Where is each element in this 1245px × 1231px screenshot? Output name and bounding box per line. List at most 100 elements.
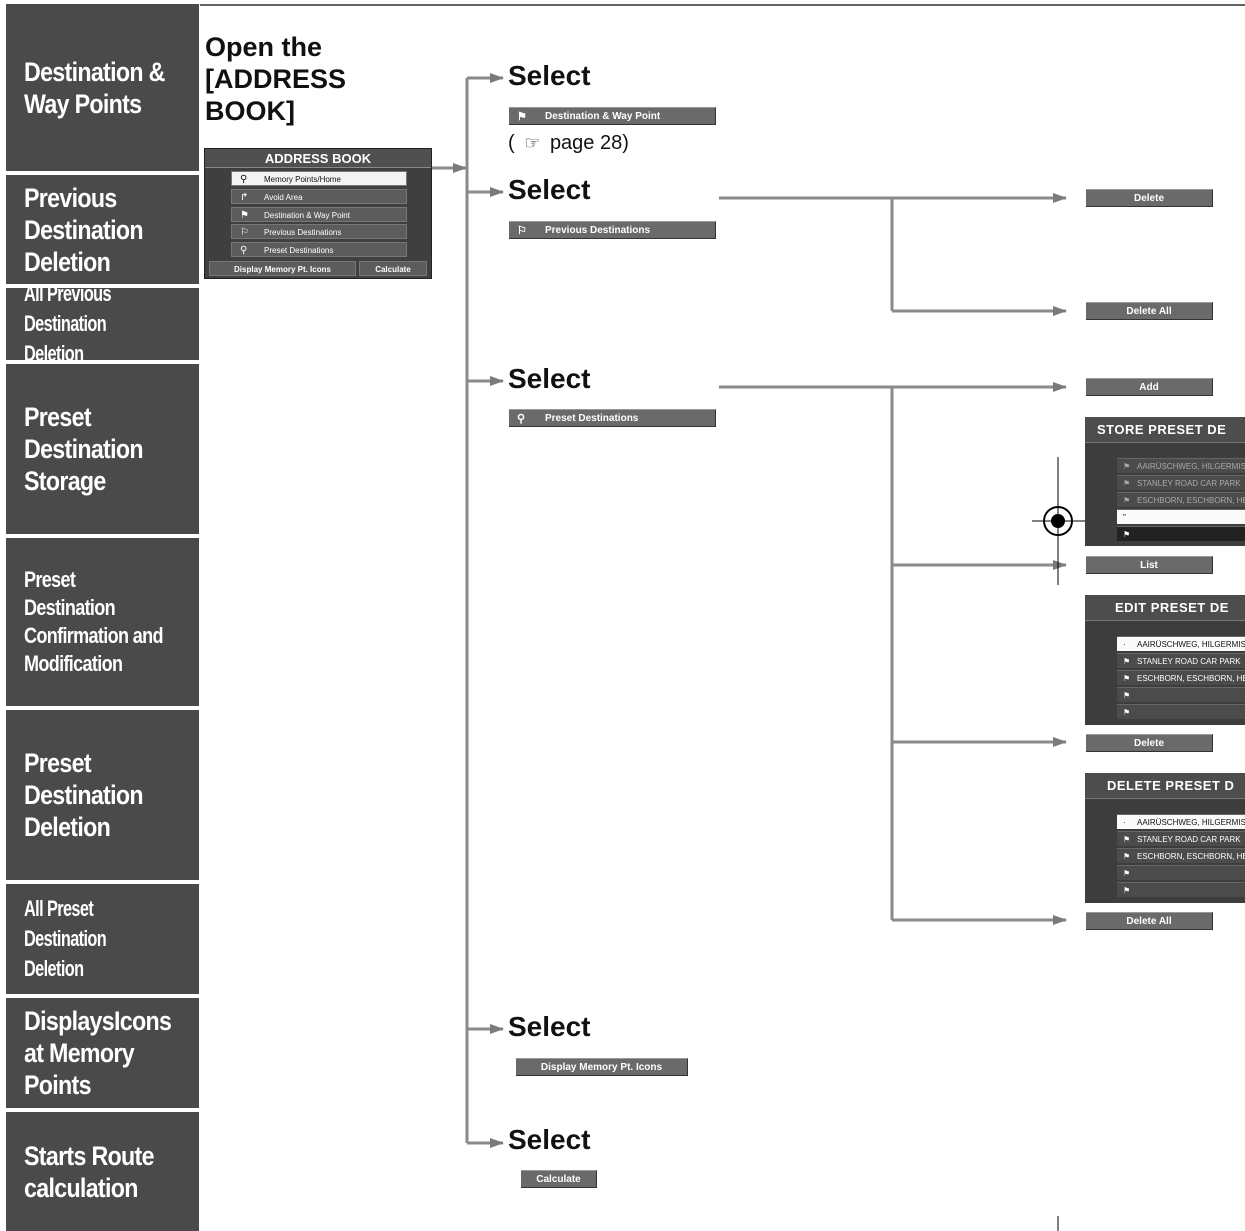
row-label: ESCHBORN, ESCHBORN, HES — [1137, 852, 1245, 861]
sidebar-tile-previous-destination-deletion: Previous Destination Deletion — [6, 175, 199, 284]
delete-all-preset-button[interactable]: Delete All — [1086, 912, 1213, 930]
pointing-hand-icon: ☞ — [524, 133, 541, 153]
sidebar-tile-label: Previous Destination Deletion — [24, 182, 144, 277]
calculate-step-button[interactable]: Calculate — [521, 1170, 597, 1188]
sidebar-tile-label: Preset Destination Deletion — [24, 748, 144, 842]
row-label: STANLEY ROAD CAR PARK — [1137, 835, 1241, 844]
select-heading-5: Select — [508, 1124, 591, 1155]
delete-row[interactable]: ⚑ STANLEY ROAD CAR PARK — [1117, 831, 1245, 846]
store-row[interactable]: ⚑ AAIRÜSCHWEG, HILGERMISSE — [1117, 458, 1245, 473]
flag-icon: ⚑ — [1123, 835, 1131, 844]
calculate-button[interactable]: Calculate — [359, 261, 427, 276]
row-label: ESCHBORN, ESCHBORN, HES — [1137, 496, 1245, 505]
store-row[interactable]: ⚑ STANLEY ROAD CAR PARK — [1117, 475, 1245, 490]
edit-row[interactable]: ⚑ — [1117, 704, 1245, 719]
edit-preset-screen: EDIT PRESET DE · AAIRÜSCHWEG, HILGERMISS… — [1085, 595, 1245, 725]
flag-icon: ⚑ — [1123, 674, 1131, 683]
delete-button[interactable]: Delete — [1086, 189, 1213, 207]
sidebar-tile-label: Preset Destination Confirmation and Modi… — [24, 567, 163, 676]
display-memory-icons-step-button[interactable]: Display Memory Pt. Icons — [516, 1058, 688, 1076]
edit-row[interactable]: ⚑ STANLEY ROAD CAR PARK — [1117, 653, 1245, 668]
delete-preset-title: DELETE PRESET D — [1085, 773, 1245, 799]
page-ref-text: page 28) — [549, 132, 629, 154]
top-rule — [200, 4, 1245, 6]
button-label: Destination & Way Point — [545, 111, 661, 122]
store-row-selected[interactable]: " — [1117, 509, 1245, 524]
flag-icon: ⚑ — [1123, 852, 1131, 861]
bullet-icon: · — [1123, 640, 1126, 649]
delete-row[interactable]: ⚑ — [1117, 882, 1245, 897]
sidebar-tile-starts-route-calculation: Starts Route calculation — [6, 1112, 199, 1231]
bullet-icon: · — [1123, 818, 1126, 827]
sidebar-tile-all-preset-destination-deletion: All Preset Destination Deletion — [6, 884, 199, 994]
flag-icon: ⚑ — [1123, 869, 1131, 878]
preset-destination-icon: ⚲ — [240, 245, 248, 256]
address-book-item-preset-destinations[interactable]: ⚲ Preset Destinations — [231, 242, 407, 257]
sidebar-tile-label: Preset Destination Storage — [24, 402, 144, 496]
page-reference: ( ☞ page 28) — [508, 132, 629, 155]
preset-destinations-button[interactable]: ⚲ Preset Destinations — [509, 409, 716, 427]
add-button[interactable]: Add — [1086, 378, 1213, 396]
address-book-item-avoid-area[interactable]: ↱ Avoid Area — [231, 189, 407, 204]
row-label: ESCHBORN, ESCHBORN, HES — [1137, 674, 1245, 683]
delete-preset-button[interactable]: Delete — [1086, 734, 1213, 752]
sidebar-tile-preset-destination-storage: Preset Destination Storage — [6, 364, 199, 534]
address-book-item-previous-destinations[interactable]: ⚐ Previous Destinations — [231, 224, 407, 239]
delete-all-button[interactable]: Delete All — [1086, 302, 1213, 320]
destination-flag-icon: ⚑ — [240, 210, 249, 221]
destination-way-point-button[interactable]: ⚑ Destination & Way Point — [509, 107, 716, 125]
flag-icon: ⚑ — [1123, 691, 1131, 700]
select-heading-1: Select — [508, 60, 591, 91]
edit-row[interactable]: ⚑ ESCHBORN, ESCHBORN, HES — [1117, 670, 1245, 685]
row-label: AAIRÜSCHWEG, HILGERMISSE — [1137, 818, 1245, 827]
sidebar-tile-displays-icons: DisplaysIcons at Memory Points — [6, 998, 199, 1108]
item-label: Memory Points/Home — [264, 175, 341, 184]
delete-row[interactable]: · AAIRÜSCHWEG, HILGERMISSE — [1117, 814, 1245, 829]
store-row[interactable]: ⚑ ESCHBORN, ESCHBORN, HES — [1117, 492, 1245, 507]
address-book-screen: ADDRESS BOOK ⚲ Memory Points/Home ↱ Avoi… — [204, 148, 432, 279]
edit-row[interactable]: · AAIRÜSCHWEG, HILGERMISSE — [1117, 636, 1245, 651]
sidebar-tile-all-previous-destination-deletion: All Previous Destination Deletion — [6, 281, 199, 366]
list-button[interactable]: List — [1086, 556, 1213, 574]
item-label: Avoid Area — [264, 193, 303, 202]
delete-row[interactable]: ⚑ ESCHBORN, ESCHBORN, HES — [1117, 848, 1245, 863]
page-ref-open: ( — [508, 132, 515, 154]
avoid-area-icon: ↱ — [240, 192, 249, 203]
cursor-icon: " — [1123, 513, 1126, 522]
flag-icon: ⚑ — [1123, 496, 1131, 505]
address-book-item-destination-way-point[interactable]: ⚑ Destination & Way Point — [231, 207, 407, 222]
previous-destination-icon: ⚐ — [240, 227, 249, 238]
flag-icon: ⚑ — [1123, 530, 1131, 539]
flag-icon: ⚑ — [1123, 462, 1131, 471]
select-heading-3: Select — [508, 363, 591, 394]
item-label: Previous Destinations — [264, 228, 342, 237]
preset-destination-icon: ⚲ — [517, 413, 526, 425]
previous-destinations-button[interactable]: ⚐ Previous Destinations — [509, 221, 716, 239]
row-label: STANLEY ROAD CAR PARK — [1137, 657, 1241, 666]
sidebar-tile-label: All Preset Destination Deletion — [24, 896, 107, 981]
row-label: AAIRÜSCHWEG, HILGERMISSE — [1137, 462, 1245, 471]
sidebar-tile-preset-destination-deletion: Preset Destination Deletion — [6, 710, 199, 880]
delete-preset-screen: DELETE PRESET D · AAIRÜSCHWEG, HILGERMIS… — [1085, 773, 1245, 903]
sidebar-tile-label: All Previous Destination Deletion — [24, 281, 112, 366]
memory-point-icon: ⚲ — [240, 174, 248, 185]
sidebar-tile-destination-way-points: Destination & Way Points — [6, 4, 199, 171]
sidebar-tile-label: Starts Route calculation — [24, 1140, 154, 1203]
sidebar-tile-label: Destination & Way Points — [24, 56, 165, 119]
button-label: Previous Destinations — [545, 225, 651, 236]
sidebar-tile-label: DisplaysIcons at Memory Points — [24, 1006, 172, 1100]
store-row[interactable]: ⚑ — [1117, 526, 1245, 541]
row-label: STANLEY ROAD CAR PARK — [1137, 479, 1241, 488]
flag-icon: ⚑ — [1123, 886, 1131, 895]
display-memory-icons-button[interactable]: Display Memory Pt. Icons — [209, 261, 356, 276]
edit-row[interactable]: ⚑ — [1117, 687, 1245, 702]
flag-icon: ⚑ — [1123, 657, 1131, 666]
store-preset-screen: STORE PRESET DE ⚑ AAIRÜSCHWEG, HILGERMIS… — [1085, 417, 1245, 546]
flag-icon: ⚑ — [1123, 479, 1131, 488]
delete-row[interactable]: ⚑ — [1117, 865, 1245, 880]
sidebar-tile-preset-destination-confirmation: Preset Destination Confirmation and Modi… — [6, 538, 199, 706]
flag-icon: ⚑ — [1123, 708, 1131, 717]
address-book-item-memory-points[interactable]: ⚲ Memory Points/Home — [231, 171, 407, 186]
edit-preset-title: EDIT PRESET DE — [1085, 595, 1245, 621]
